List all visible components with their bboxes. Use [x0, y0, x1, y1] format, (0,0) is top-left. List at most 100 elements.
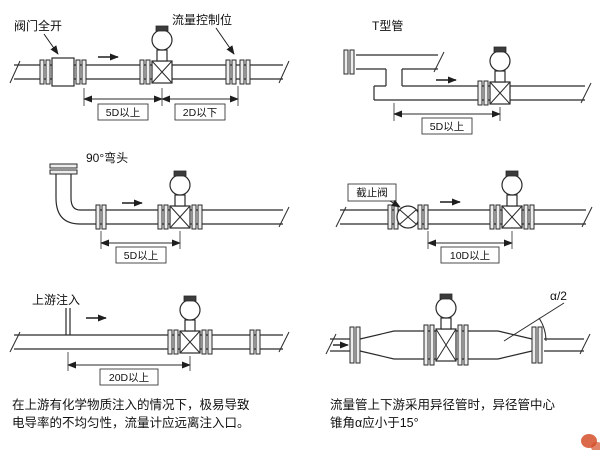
- dim-label-box: [440, 246, 500, 264]
- flange-bar: [49, 163, 78, 169]
- elbow-vertical-pipe: [55, 174, 72, 198]
- panel-t-pipe: T型管 5D以上: [343, 18, 592, 135]
- cone-angle-line: [503, 302, 565, 342]
- flange-bar: [463, 324, 469, 366]
- meter-converter-head: [169, 174, 191, 196]
- injection-caption-line2: 电导率的不均匀性，流量计应远离注入口。: [12, 415, 250, 430]
- meter-neck: [506, 194, 518, 207]
- flange-bar: [201, 329, 207, 355]
- meter-cap: [173, 170, 187, 177]
- valve-body-cross: [399, 209, 417, 225]
- gate-valve: [39, 57, 87, 87]
- flange-bar: [197, 204, 203, 230]
- valve-leader-arrow: [43, 33, 59, 55]
- pipe-break-icon: [433, 51, 445, 73]
- dimension-group: 5D以上 2D以下: [83, 86, 239, 121]
- flange-bar: [245, 59, 251, 85]
- flange-bar: [45, 59, 51, 85]
- dim-label: 5D以上: [430, 121, 464, 133]
- meter-body-cross: [435, 328, 457, 362]
- injection-label: 上游注入: [32, 292, 80, 307]
- stop-valve-leader-arrow: [389, 199, 401, 208]
- meter-body-cross: [489, 81, 511, 105]
- dimension-group: 20D以上: [67, 352, 191, 386]
- t-branch-pipe: [385, 69, 403, 86]
- pipe-break-icon: [579, 333, 591, 355]
- pipe-break-icon: [9, 331, 290, 353]
- dim-label: 10D以上: [450, 250, 490, 262]
- meter-neck: [184, 319, 196, 332]
- small-pipe-right: [544, 338, 584, 352]
- dim-label-box: [421, 117, 473, 135]
- dim-label-box: [174, 103, 226, 121]
- flange-bar: [387, 204, 393, 230]
- flange-bar: [355, 326, 361, 364]
- pipe-break-icon: [9, 60, 290, 84]
- flow-meter: [157, 170, 203, 230]
- pipe-break-icon: [325, 333, 337, 355]
- reducer-caption-line2: 锥角α应小于15°: [330, 415, 419, 430]
- dimension-group: 5D以上: [100, 231, 181, 264]
- flow-meter: [423, 293, 469, 366]
- cone-angle-label: α/2: [550, 289, 567, 303]
- meter-body-cross: [501, 205, 523, 229]
- stop-valve-label-box: [347, 183, 397, 202]
- panel-reducer: α/2 流量管上下游采用异径管时，异径管中心 锥角α应小于15°: [325, 289, 591, 430]
- flange-bar: [39, 59, 45, 85]
- flange-bar: [531, 326, 537, 364]
- flange-bar: [95, 204, 101, 230]
- control-valve-fitting: [225, 59, 251, 85]
- flange-bar: [145, 59, 151, 85]
- flange-bar: [101, 204, 107, 230]
- panel-upstream-injection: 上游注入 20D以上 在上游有化学物质注入的情况下，极易导致 电导率的不均匀性，…: [9, 292, 290, 430]
- flange-bar: [49, 169, 78, 175]
- meter-neck: [440, 317, 452, 330]
- flow-control-leader-arrow: [215, 27, 235, 55]
- valve-open-label: 阀门全开: [14, 18, 62, 33]
- cone-angle-arc: [538, 317, 547, 342]
- flange-bar: [139, 59, 145, 85]
- panel-stop-valve: 截止阀 10D以上: [335, 170, 593, 264]
- flange-bar: [167, 329, 173, 355]
- flange-bar: [255, 329, 261, 355]
- flow-meter: [489, 170, 535, 230]
- flange-bar: [191, 204, 197, 230]
- flange-bar: [349, 49, 355, 75]
- dim-label: 2D以下: [183, 107, 217, 119]
- flange-bar: [489, 204, 495, 230]
- meter-neck: [494, 70, 506, 83]
- dim-label: 5D以上: [124, 250, 158, 262]
- meter-body-cross: [179, 330, 201, 354]
- flow-meter: [477, 46, 511, 106]
- pipe-break-icon: [580, 82, 592, 104]
- elbow-curve: [55, 197, 81, 225]
- flange-bar: [423, 204, 429, 230]
- flange-bar: [523, 204, 529, 230]
- meter-converter-head: [151, 29, 173, 51]
- expanding-reducer: [359, 330, 395, 360]
- flange-bar: [349, 326, 355, 364]
- pipe-line: [340, 209, 586, 225]
- injection-caption-line1: 在上游有化学物质注入的情况下，极易导致: [12, 397, 250, 412]
- flange-bar: [417, 204, 423, 230]
- watermark: [581, 434, 600, 450]
- flange-bar: [495, 204, 501, 230]
- pipe-line: [14, 334, 283, 350]
- flow-meter: [139, 25, 173, 85]
- meter-cap: [183, 295, 197, 302]
- flange-bar: [483, 80, 489, 106]
- dimension-group: 5D以上: [393, 103, 501, 135]
- flow-control-label: 流量控制位: [172, 12, 232, 27]
- reducer-caption-line1: 流量管上下游采用异径管时，异径管中心: [330, 397, 556, 412]
- meter-neck: [156, 49, 168, 62]
- meter-cap: [439, 293, 453, 300]
- flange-bar: [537, 326, 543, 364]
- meter-body-cross: [169, 205, 191, 229]
- dim-label-box: [115, 246, 167, 264]
- flange-bar: [173, 329, 179, 355]
- meter-converter-head: [179, 299, 201, 321]
- flange-bar: [207, 329, 213, 355]
- flange-bar: [231, 59, 237, 85]
- meter-body-cross: [151, 60, 173, 84]
